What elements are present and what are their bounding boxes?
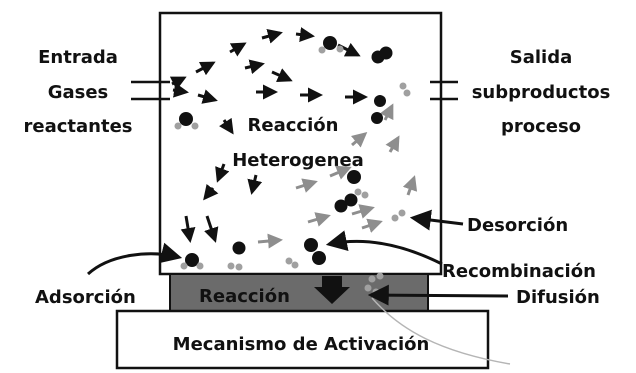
molecule-light: [291, 261, 299, 269]
flow-arrow: [215, 163, 230, 183]
inlet-port: [131, 80, 170, 101]
reactor-chamber: [158, 11, 443, 276]
flow-arrow: [261, 28, 283, 44]
chamber-label: Reacción Heterogenea: [232, 115, 364, 171]
outlet-label-line-3: proceso: [501, 116, 581, 137]
product-arrow: [295, 178, 318, 193]
product-arrow: [379, 103, 394, 121]
product-arrow: [329, 165, 352, 180]
flow-arrow: [271, 68, 293, 82]
surface-reaction-label: Reacción: [199, 286, 290, 307]
product-arrow: [351, 204, 375, 219]
molecule-dark: [304, 238, 318, 252]
diffusion-pointer: [367, 284, 509, 306]
outlet-label-line-1: Salida: [510, 47, 572, 68]
molecule-dark: [232, 241, 246, 255]
molecule-dark: [379, 46, 393, 60]
molecule-light: [398, 209, 406, 217]
pointer-arrows: [86, 209, 509, 306]
product-arrows: [257, 103, 418, 249]
outlet-label-line-2: subproductos: [472, 82, 611, 103]
molecule-light: [399, 82, 407, 90]
activation-label: Mecanismo de Activación: [173, 334, 430, 355]
desorption-label: Desorción: [467, 215, 568, 236]
adsorption-pointer: [86, 242, 183, 276]
molecule-light: [285, 257, 293, 265]
molecule-dark: [374, 95, 386, 107]
molecule-dark: [371, 112, 383, 124]
molecule-light: [376, 272, 384, 280]
outlet-port: [430, 80, 458, 101]
molecule-dark: [179, 112, 193, 126]
product-arrow: [350, 132, 368, 148]
inlet-label-line-2: Gases: [48, 82, 109, 103]
molecule-light: [391, 214, 399, 222]
product-arrow: [385, 135, 400, 153]
flow-arrow: [229, 42, 247, 57]
adsorption-label: Adsorción: [35, 287, 136, 308]
desorption-pointer: [409, 209, 464, 231]
molecule-dark: [334, 199, 348, 213]
molecule-light: [318, 46, 326, 54]
chamber-label-line-1: Reacción: [248, 115, 339, 136]
molecule-dark: [185, 253, 199, 267]
diffusion-label: Difusión: [516, 287, 600, 308]
product-arrow: [361, 218, 383, 233]
molecule-dark: [312, 251, 326, 265]
product-arrow: [402, 175, 418, 196]
molecule-dark: [344, 193, 358, 207]
flow-arrow: [172, 82, 189, 98]
molecule-dark: [347, 170, 361, 184]
molecule-light: [361, 191, 369, 199]
gas-flow-arrows: [169, 27, 368, 243]
molecule-light: [235, 263, 243, 271]
molecule-light: [191, 122, 199, 130]
molecule-light: [196, 262, 204, 270]
molecule-light: [354, 188, 362, 196]
chamber-label-line-2: Heterogenea: [232, 150, 364, 171]
molecule-light: [174, 122, 182, 130]
flow-arrow: [204, 215, 219, 243]
flow-arrow: [203, 183, 219, 201]
diffusion-down-arrow: [314, 276, 350, 304]
flow-arrow: [247, 174, 263, 195]
molecules: [174, 36, 411, 296]
product-arrow: [257, 233, 283, 249]
flow-arrow: [180, 215, 196, 243]
inlet-label: Entrada Gases reactantes: [24, 47, 133, 137]
molecule-dark: [323, 36, 337, 50]
flow-arrow: [219, 117, 234, 135]
molecule-light: [368, 275, 376, 283]
flow-arrow: [244, 59, 265, 75]
molecule-light: [364, 284, 372, 292]
molecule-light: [336, 45, 344, 53]
activation-trail: [371, 297, 511, 365]
flow-arrow: [295, 27, 315, 42]
flow-arrow: [195, 61, 216, 76]
flow-arrow: [197, 89, 218, 104]
molecule-light: [180, 262, 188, 270]
outlet-label: Salida subproductos proceso: [472, 47, 611, 137]
inlet-label-line-3: reactantes: [24, 116, 133, 137]
inlet-label-line-1: Entrada: [38, 47, 118, 68]
molecule-light: [403, 89, 411, 97]
molecule-light: [227, 262, 235, 270]
product-arrow: [307, 212, 331, 227]
recombination-label: Recombinación: [442, 261, 596, 282]
recombination-pointer: [325, 230, 443, 266]
